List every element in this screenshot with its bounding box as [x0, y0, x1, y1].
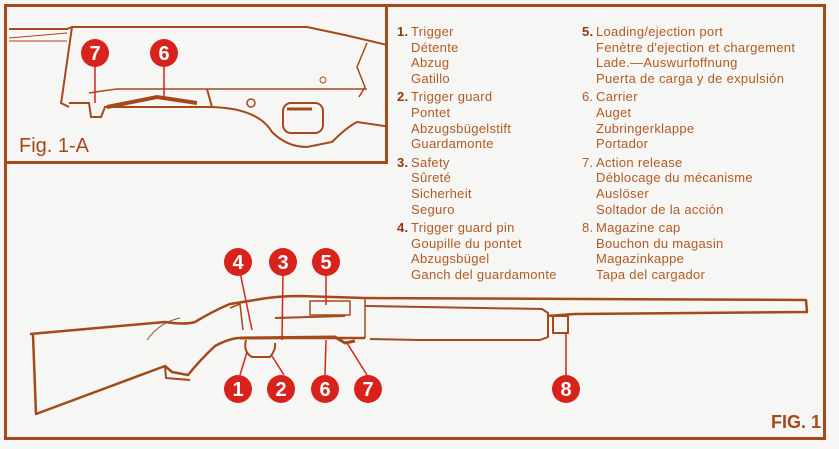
legend-es: Ganch del guardamonte — [411, 266, 557, 282]
legend-column-2: 5.Loading/ejection port Fenètre d'ejecti… — [582, 24, 795, 286]
legend-item-6: 6.Carrier Auget Zubringerklappe Portador — [582, 89, 795, 151]
legend-es: Soltador de la acción — [596, 201, 724, 217]
legend-en: Safety — [411, 154, 450, 170]
legend-item-7: 7.Action release Déblocage du mécanisme … — [582, 155, 795, 217]
legend-de: Lade.—Auswurfoffnung — [596, 55, 738, 71]
legend-es: Gatillo — [411, 70, 450, 86]
legend-item-2: 2.Trigger guard Pontet Abzugsbügelstift … — [397, 89, 557, 151]
legend-number: 5. — [582, 24, 594, 39]
legend-number: 6. — [582, 89, 594, 105]
legend-en: Trigger guard pin — [411, 220, 515, 236]
legend-item-1: 1.Trigger Détente Abzug Gatillo — [397, 24, 557, 86]
legend-number: 8. — [582, 220, 594, 236]
legend-de: Abzugsbügel — [411, 251, 490, 267]
legend-fr: Détente — [411, 39, 459, 55]
legend-number: 1. — [397, 24, 409, 39]
legend-es: Portador — [596, 136, 649, 152]
legend-number: 2. — [397, 89, 409, 105]
legend-fr: Déblocage du mécanisme — [596, 170, 753, 186]
callout-6: 6 — [311, 375, 339, 403]
inset-receiver-drawing: 7 6 — [8, 26, 385, 149]
legend-en: Trigger guard — [411, 89, 493, 105]
legend-de: Auslöser — [596, 185, 649, 201]
legend-item-8: 8.Magazine cap Bouchon du magasin Magazi… — [582, 220, 795, 282]
callout-4: 4 — [224, 248, 252, 276]
legend-fr: Auget — [596, 104, 632, 120]
legend-column-1: 1.Trigger Détente Abzug Gatillo 2.Trigge… — [397, 24, 557, 286]
svg-text:6: 6 — [158, 43, 169, 65]
legend-item-5: 5.Loading/ejection port Fenètre d'ejecti… — [582, 24, 795, 86]
legend-de: Abzugsbügelstift — [411, 120, 512, 136]
svg-text:7: 7 — [89, 43, 100, 65]
svg-text:4: 4 — [232, 252, 244, 274]
legend-de: Sicherheit — [411, 185, 472, 201]
legend-en: Loading/ejection port — [596, 24, 724, 39]
legend-es: Seguro — [411, 201, 455, 217]
legend-fr: Sûreté — [411, 170, 452, 186]
legend-en: Magazine cap — [596, 220, 681, 236]
legend-item-4: 4.Trigger guard pin Goupille du pontet A… — [397, 220, 557, 282]
legend-en: Trigger — [411, 24, 454, 39]
legend-fr: Pontet — [411, 104, 451, 120]
figure-frame — [4, 4, 826, 440]
callout-1: 1 — [224, 375, 252, 403]
svg-text:5: 5 — [320, 252, 331, 274]
legend-es: Puerta de carga y de expulsión — [596, 70, 785, 86]
legend-de: Zubringerklappe — [596, 120, 695, 136]
callout-5: 5 — [312, 248, 340, 276]
inset-callout-7: 7 — [81, 39, 109, 67]
svg-text:6: 6 — [319, 379, 330, 401]
inset-fig-1a: 7 6 Fig. 1-A — [4, 4, 388, 164]
inset-caption: Fig. 1-A — [19, 135, 90, 157]
legend-fr: Goupille du pontet — [411, 235, 522, 251]
callout-8: 8 — [552, 375, 580, 403]
legend-fr: Fenètre d'ejection et chargement — [596, 39, 796, 55]
legend-en: Action release — [596, 154, 683, 170]
legend-number: 3. — [397, 154, 409, 170]
callout-3: 3 — [269, 248, 297, 276]
svg-text:1: 1 — [232, 379, 243, 401]
callout-2: 2 — [267, 375, 295, 403]
legend-de: Abzug — [411, 55, 450, 71]
svg-text:3: 3 — [277, 252, 288, 274]
inset-callout-6: 6 — [150, 39, 178, 67]
callout-7: 7 — [354, 375, 382, 403]
figure-caption: FIG. 1 — [770, 412, 821, 432]
legend-de: Magazinkappe — [596, 251, 685, 267]
legend-en: Carrier — [596, 89, 638, 105]
legend-number: 7. — [582, 154, 594, 170]
svg-text:8: 8 — [560, 379, 571, 401]
legend-number: 4. — [397, 220, 409, 236]
legend-es: Guardamonte — [411, 136, 494, 152]
svg-text:2: 2 — [275, 379, 286, 401]
legend-es: Tapa del cargador — [596, 266, 706, 282]
svg-text:7: 7 — [362, 379, 373, 401]
legend-item-3: 3.Safety Sûreté Sicherheit Seguro — [397, 155, 557, 217]
legend-fr: Bouchon du magasin — [596, 235, 724, 251]
